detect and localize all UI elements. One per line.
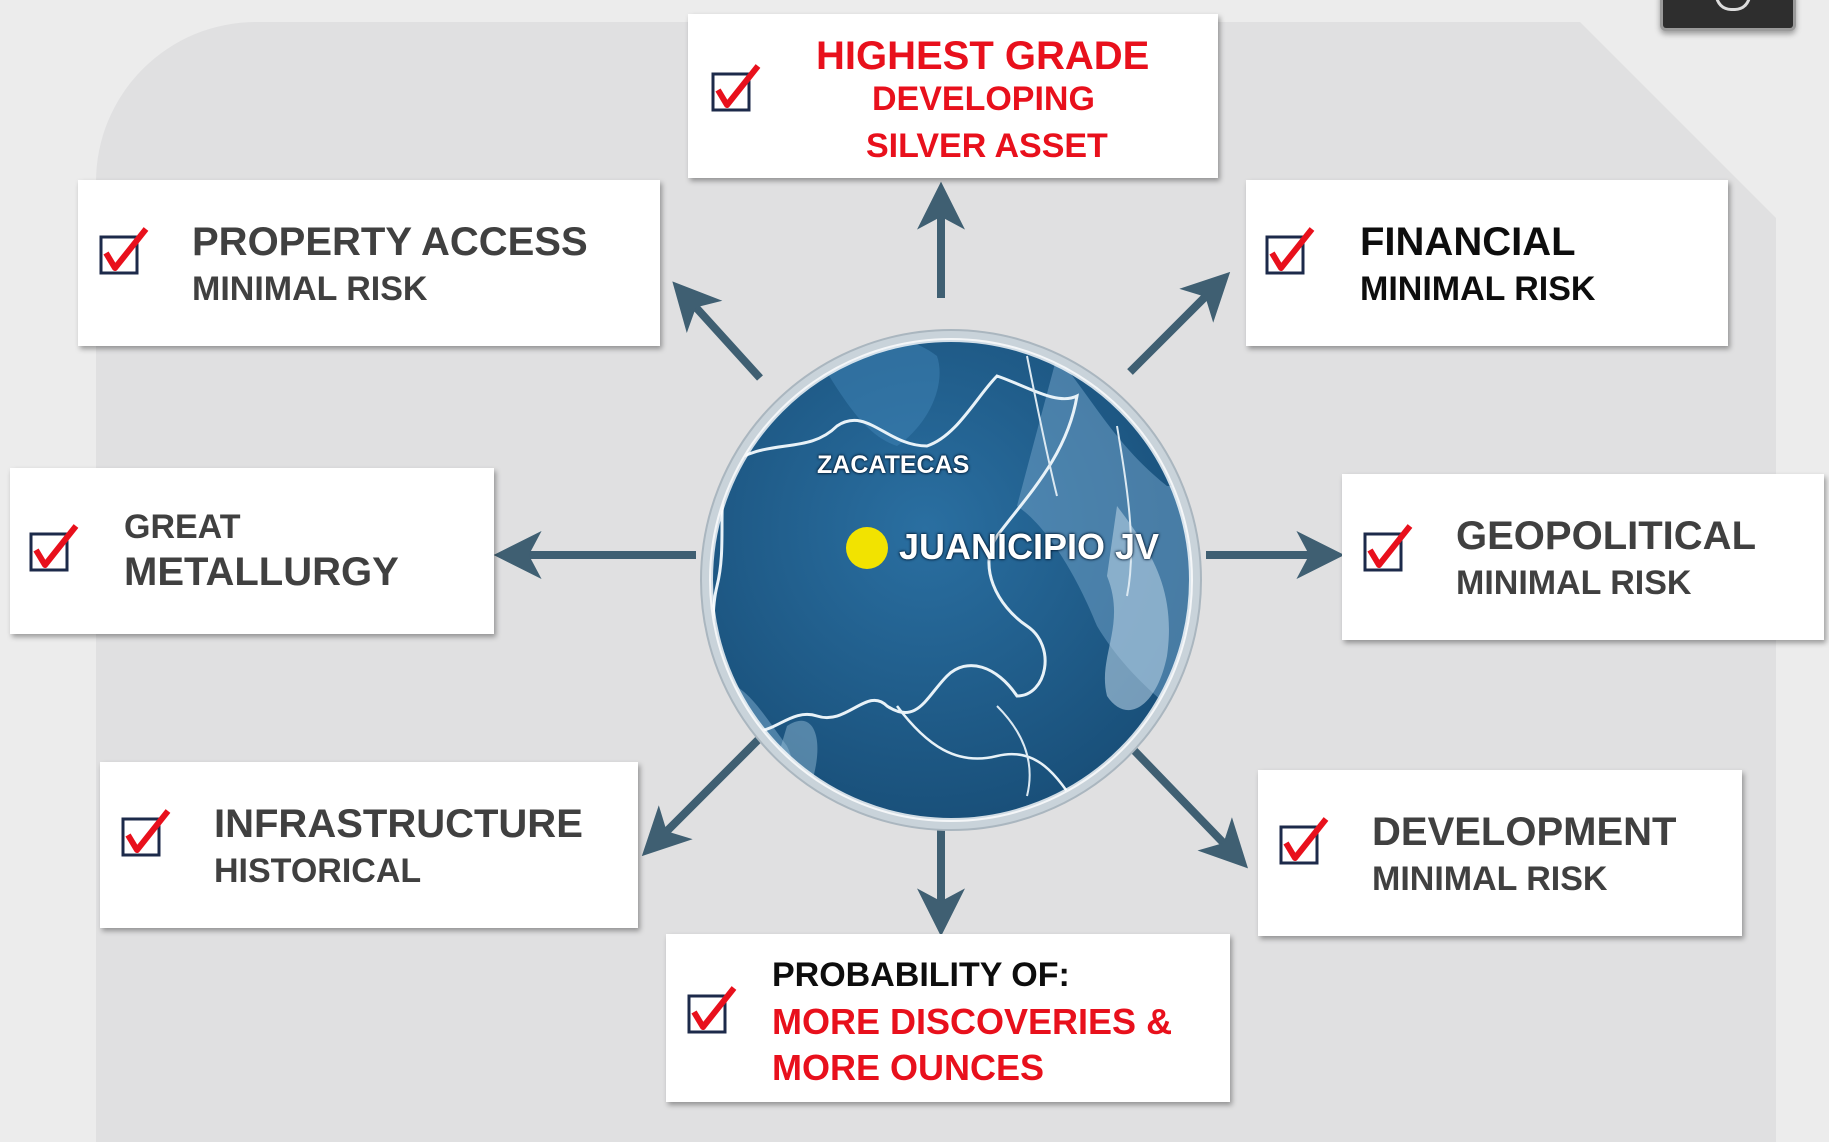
arrow-down-right [1123,739,1249,869]
card-great-metallurgy: GREAT METALLURGY [10,468,494,634]
card-property-access: PROPERTY ACCESS MINIMAL RISK [78,180,660,346]
checkbox-checked-icon [1362,522,1416,574]
arrows [493,181,1345,937]
card-subtitle: MINIMAL RISK [192,270,428,308]
card-subtitle: MINIMAL RISK [1456,564,1692,602]
site-label: JUANICIPIO JV [899,526,1160,567]
card-title: PROPERTY ACCESS [192,220,588,264]
card-highest-grade: HIGHEST GRADE DEVELOPING SILVER ASSET [688,14,1218,178]
card-subtitle: MINIMAL RISK [1360,270,1596,308]
checkbox-checked-icon [28,522,82,574]
checkbox-checked-icon [120,807,174,859]
card-title: DEVELOPMENT [1372,810,1677,854]
card-geopolitical: GEOPOLITICAL MINIMAL RISK [1342,474,1824,640]
card-title: FINANCIAL [1360,220,1576,264]
card-probability: PROBABILITY OF: MORE DISCOVERIES & MORE … [666,934,1230,1102]
region-label: ZACATECAS [817,451,970,479]
checkbox-checked-icon [686,984,740,1036]
card-line-3: MORE OUNCES [772,1047,1045,1088]
location-dot-icon [846,527,888,569]
card-title: GEOPOLITICAL [1456,514,1756,558]
region-map-globe: ZACATECAS JUANICIPIO JV [697,326,1205,834]
card-title: INFRASTRUCTURE [214,802,583,846]
arrow-up-right [1127,271,1231,375]
arrow-down-left [641,733,765,857]
card-financial: FINANCIAL MINIMAL RISK [1246,180,1728,346]
card-infrastructure: INFRASTRUCTURE HISTORICAL [100,762,638,928]
card-line-1: HIGHEST GRADE [816,34,1150,78]
card-line-1: PROBABILITY OF: [772,956,1070,994]
card-line-2: DEVELOPING [872,80,1095,118]
checkbox-checked-icon [1264,225,1318,277]
arrow-up-left [672,281,763,381]
card-subtitle: HISTORICAL [214,852,422,890]
card-subtitle: MINIMAL RISK [1372,860,1608,898]
checkbox-checked-icon [98,225,152,277]
checkbox-checked-icon [710,62,764,114]
card-development: DEVELOPMENT MINIMAL RISK [1258,770,1742,936]
corner-tab [1660,0,1796,31]
card-title: GREAT [124,508,241,546]
card-line-3: SILVER ASSET [866,127,1108,165]
checkbox-checked-icon [1278,815,1332,867]
card-subtitle: METALLURGY [124,550,399,594]
card-line-2: MORE DISCOVERIES & [772,1001,1173,1042]
